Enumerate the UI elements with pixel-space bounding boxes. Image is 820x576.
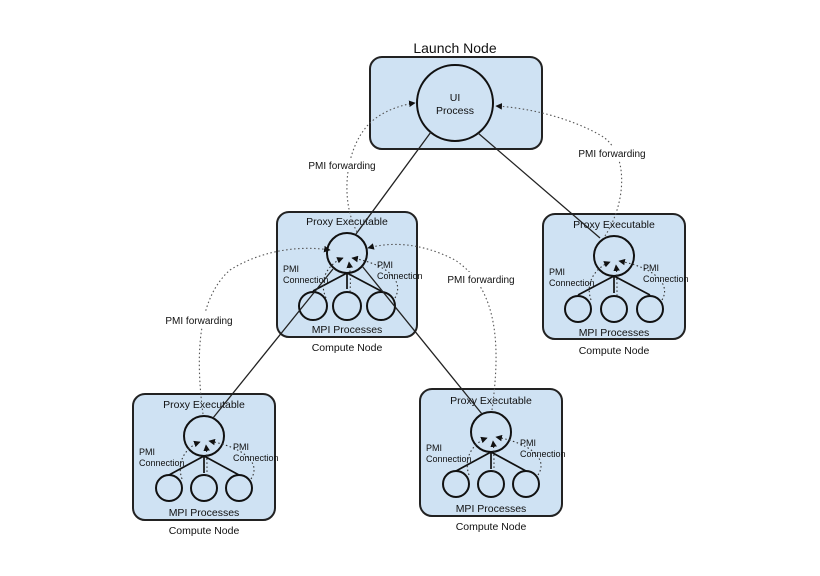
compute-node-caption: Compute Node — [312, 342, 383, 354]
pmi-connection-right-line2: Connection — [643, 274, 689, 284]
ui-to-center-proxy-line — [355, 131, 432, 235]
compute-node-caption: Compute Node — [169, 525, 240, 537]
proxy-circle — [593, 235, 635, 277]
pmi-connection-right-line1: PMI — [520, 438, 536, 448]
center-to-bottom-center-proxy-line — [361, 265, 483, 415]
mpi-processes-label: MPI Processes — [456, 503, 527, 515]
proxy-to-process-lines — [312, 272, 382, 292]
pmi-connection-mid-arrow — [346, 261, 354, 293]
label-background — [303, 158, 381, 172]
proxy-executable-label: Proxy Executable — [163, 399, 245, 411]
pmi-forwarding-label: PMI forwarding — [165, 316, 232, 327]
pmi-connection-right-line1: PMI — [643, 263, 659, 273]
mpi-processes-label: MPI Processes — [579, 327, 650, 339]
mpi-process-circle — [636, 295, 664, 323]
mpi-process-circle — [155, 474, 183, 502]
proxy-circle — [326, 232, 368, 274]
pmi-connection-mid-arrow — [490, 440, 497, 473]
label-background — [442, 272, 520, 286]
mpi-process-circle — [298, 291, 328, 321]
mpi-process-circle — [225, 474, 253, 502]
pmi-connection-right-arrow — [208, 438, 255, 480]
label-background — [160, 313, 238, 327]
launch-node: Launch Node UI Process — [369, 40, 543, 150]
pmi-connection-left-line1: PMI — [283, 264, 299, 274]
pmi-connection-right-line2: Connection — [233, 453, 279, 463]
proxy-to-process-lines — [455, 451, 527, 472]
proxy-to-process-lines — [168, 455, 240, 476]
pmi-connection-left-line2: Connection — [426, 454, 472, 464]
proxy-circle — [470, 411, 512, 453]
compute-node-right: Proxy Executable PMI Connection PMI Conn… — [542, 213, 689, 357]
pmi-connection-left-line1: PMI — [139, 447, 155, 457]
pmi-connection-right-line2: Connection — [377, 271, 423, 281]
proxy-circle — [183, 415, 225, 457]
pmi-connection-right-arrow — [351, 255, 399, 299]
pmi-forwarding-arrow-right — [495, 103, 623, 237]
compute-node-bottom-left: Proxy Executable PMI Connection PMI Conn… — [132, 393, 279, 537]
pmi-forwarding-label: PMI forwarding — [447, 275, 514, 286]
pmi-connection-right-line1: PMI — [377, 260, 393, 270]
ui-process-label-line2: Process — [436, 105, 474, 117]
compute-node-caption: Compute Node — [579, 345, 650, 357]
mpi-process-circle — [442, 470, 470, 498]
compute-node-caption: Compute Node — [456, 521, 527, 533]
pmi-connection-left-line1: PMI — [549, 267, 565, 277]
pmi-connection-left-arrow — [322, 257, 344, 299]
pmi-connection-left-line2: Connection — [139, 458, 185, 468]
pmi-connection-mid-arrow — [613, 264, 620, 297]
pmi-connection-right-arrow — [495, 434, 542, 476]
ui-process-label-line1: UI — [450, 92, 461, 104]
pmi-connection-right-line2: Connection — [520, 449, 566, 459]
pmi-connection-right-line1: PMI — [233, 442, 249, 452]
mpi-process-circle — [512, 470, 540, 498]
pmi-forwarding-arrow-bottom-center — [367, 243, 497, 411]
proxy-executable-label: Proxy Executable — [306, 216, 388, 228]
mpi-process-circle — [600, 295, 628, 323]
compute-node-center: Proxy Executable PMI Connection PMI Conn… — [276, 211, 423, 354]
ui-to-right-proxy-line — [477, 132, 601, 239]
mpi-processes-label: MPI Processes — [312, 324, 383, 336]
mpi-processes-label: MPI Processes — [169, 507, 240, 519]
mpi-process-circle — [332, 291, 362, 321]
pmi-connection-left-arrow — [588, 261, 611, 301]
mpi-process-circle — [190, 474, 218, 502]
pmi-connection-left-arrow — [466, 436, 488, 476]
mpi-process-circle — [564, 295, 592, 323]
mpi-process-circle — [366, 291, 396, 321]
center-to-bottom-left-proxy-line — [212, 268, 334, 419]
pmi-forwarding-label: PMI forwarding — [578, 149, 645, 160]
pmi-connection-mid-arrow — [203, 444, 210, 477]
pmi-forwarding-arrow-left — [346, 100, 416, 233]
pmi-connection-left-line2: Connection — [283, 275, 329, 285]
proxy-executable-label: Proxy Executable — [573, 219, 655, 231]
proxy-executable-label: Proxy Executable — [450, 395, 532, 407]
label-background — [573, 146, 651, 160]
pmi-connection-left-line1: PMI — [426, 443, 442, 453]
ui-process-circle — [416, 64, 494, 142]
pmi-forwarding-label: PMI forwarding — [308, 161, 375, 172]
pmi-connection-left-line2: Connection — [549, 278, 595, 288]
pmi-connection-right-arrow — [618, 258, 665, 301]
compute-node-bottom-center: Proxy Executable PMI Connection PMI Conn… — [419, 388, 566, 533]
mpi-process-circle — [477, 470, 505, 498]
proxy-to-process-lines — [577, 275, 651, 296]
pmi-connection-left-arrow — [179, 440, 201, 480]
launch-node-title: Launch Node — [413, 40, 497, 56]
